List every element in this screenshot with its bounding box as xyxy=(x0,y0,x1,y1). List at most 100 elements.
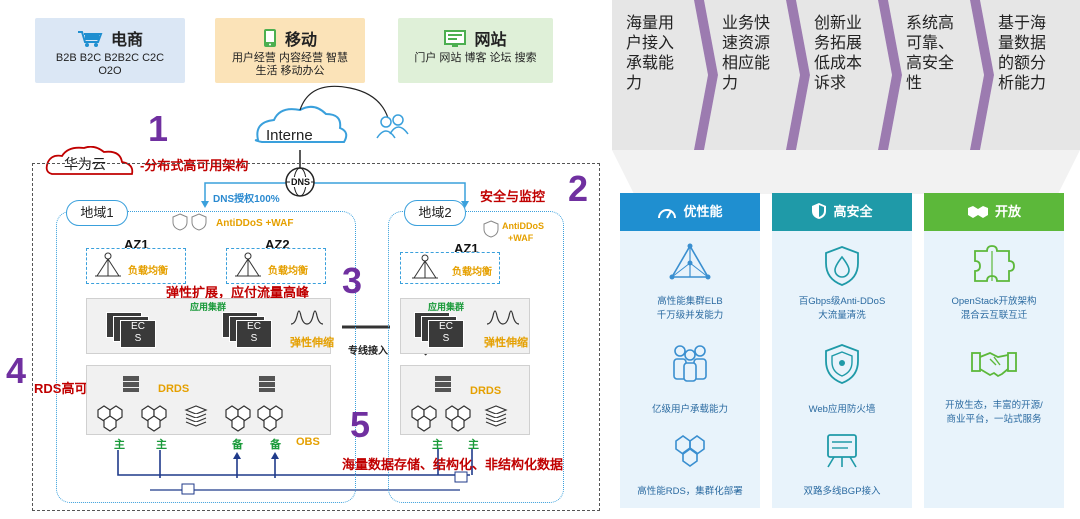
ecs-text-1: EC xyxy=(439,321,453,332)
dedicated-line-label: 专线接入 xyxy=(348,346,388,357)
feature-text: 高性能RDS，集群化部署 xyxy=(637,486,743,497)
load-balancer-az2 xyxy=(226,248,326,284)
chevron-text-5: 基于海量数据的额分析能力 xyxy=(998,15,1047,92)
handshake-icon xyxy=(967,197,989,235)
load-balancer-az1 xyxy=(86,248,186,284)
huawei-cloud-caption: -分布式高可用架构 xyxy=(140,158,249,173)
mobile-sub1: 用户经营 内容经营 智慧 xyxy=(231,52,349,64)
elastic-wave-icon xyxy=(486,304,520,331)
app-cluster-label-r1: 应用集群 xyxy=(190,302,227,312)
shield-icon xyxy=(811,197,827,235)
shield-drop-icon xyxy=(822,245,862,292)
ecs-stack-az2: EC S xyxy=(222,312,274,348)
shield-lock-icon xyxy=(822,343,862,390)
feature-text: 商业平台，一站式服务 xyxy=(946,414,1042,425)
security-caption: 安全与监控 xyxy=(480,189,546,204)
chevron-text-2: 业务快速资源相应能力 xyxy=(722,15,771,92)
database-icon xyxy=(434,375,452,398)
internet-label: Interne xyxy=(266,127,313,144)
huawei-cloud-icon xyxy=(44,145,140,183)
ecommerce-title: 电商 xyxy=(110,32,143,49)
dns-label: DNS xyxy=(290,177,312,187)
standby-label: 备 xyxy=(270,439,281,451)
shield-icon xyxy=(482,220,500,243)
performance-header: 优性能 xyxy=(620,193,760,231)
primary-label: 主 xyxy=(468,439,479,451)
load-balancer-r2 xyxy=(400,252,500,284)
lb-label-az1: 负载均衡 xyxy=(128,266,168,277)
region-1-label: 地域1 xyxy=(66,200,128,226)
hexagons-icon xyxy=(97,405,283,432)
website-sub1: 门户 网站 博客 论坛 搜索 xyxy=(414,52,537,64)
feature-text: OpenStack开放架构 xyxy=(951,296,1037,307)
feature-text: 高性能集群ELB xyxy=(657,296,723,307)
gauge-icon xyxy=(657,197,677,235)
chevron-text-3: 创新业务拓展低成本诉求 xyxy=(814,15,863,92)
shield-icon xyxy=(172,213,208,236)
phone-icon xyxy=(263,28,277,53)
ecommerce-sub1: B2B B2C B2B2C C2C xyxy=(55,52,165,64)
feature-text: 开放生态，丰富的开源/ xyxy=(945,400,1043,411)
obs-label: OBS xyxy=(296,436,320,448)
database-icon xyxy=(122,375,140,398)
monitor-icon xyxy=(444,30,467,53)
performance-title: 优性能 xyxy=(683,204,723,219)
feature-text: 大流量清洗 xyxy=(818,310,866,321)
region-2-frame xyxy=(388,211,564,503)
step-number-2: 2 xyxy=(568,168,589,209)
standby-label: 备 xyxy=(232,439,243,451)
chevron-text-4: 系统高可靠、高安全性 xyxy=(906,15,955,92)
ecs-text-2: S xyxy=(442,333,450,344)
elastic-caption: 弹性扩展，应付流量高峰 xyxy=(166,285,310,300)
load-balancer-icon xyxy=(93,252,123,285)
cart-icon xyxy=(77,30,103,53)
primary-label: 主 xyxy=(432,439,443,451)
ecs-stack-az1: EC S xyxy=(106,312,158,348)
hexagons-icon xyxy=(668,431,712,476)
handshake-icon xyxy=(970,345,1018,390)
load-balancer-icon xyxy=(233,252,263,285)
chevron-strip xyxy=(612,0,1080,150)
huawei-cloud-label: 华为云 xyxy=(64,156,106,172)
mobile-box: 移动 用户经营 内容经营 智慧 生活 移动办公 xyxy=(215,18,365,83)
drds-label-r2: DRDS xyxy=(470,385,502,397)
chevron-text-1: 海量用户接入承载能力 xyxy=(626,15,675,92)
security-header: 高安全 xyxy=(772,193,912,231)
feature-text: 混合云互联互迁 xyxy=(960,310,1028,321)
drds-label-r1: DRDS xyxy=(158,383,190,395)
network-icon xyxy=(668,243,712,288)
ecs-text-1: EC xyxy=(131,321,145,332)
funnel-shadow xyxy=(612,150,1080,194)
database-icon xyxy=(258,375,276,398)
step-number-3: 3 xyxy=(342,260,363,301)
users-icon xyxy=(372,112,412,147)
performance-column: 优性能 高性能集群ELB 千万级并发能力 亿级用户承载能力 高性能RDS，集群化… xyxy=(620,193,760,508)
ecs-stack-r2: EC S xyxy=(414,312,466,348)
mobile-sub2: 生活 移动办公 xyxy=(255,65,325,77)
primary-label: 主 xyxy=(156,439,167,451)
open-header: 开放 xyxy=(924,193,1064,231)
website-title: 网站 xyxy=(474,32,507,49)
feature-text: 亿级用户承载能力 xyxy=(651,404,728,415)
rds-caption: RDS高可用 xyxy=(34,381,101,396)
primary-label: 主 xyxy=(114,439,125,451)
lb-label-az2: 负载均衡 xyxy=(268,266,308,277)
lb-label-r2: 负载均衡 xyxy=(452,267,492,278)
elastic-wave-icon xyxy=(290,304,324,331)
load-balancer-icon xyxy=(410,254,440,287)
feature-text: 双路多线BGP接入 xyxy=(803,486,881,497)
antiddos-label-r2-line2: +WAF xyxy=(508,233,534,243)
hexagons-icon xyxy=(411,405,508,432)
feature-text: Web应用防火墙 xyxy=(808,404,876,415)
open-title: 开放 xyxy=(994,204,1021,219)
ecs-text-1: EC xyxy=(247,321,261,332)
app-cluster-label-r2: 应用集群 xyxy=(428,302,465,312)
ecs-text-2: S xyxy=(134,333,142,344)
feature-text: 千万级并发能力 xyxy=(656,310,724,321)
storage-caption: 海量数据存储、结构化、非结构化数据 xyxy=(342,457,564,472)
dns-auth-label: DNS授权100% xyxy=(213,194,280,205)
users-icon xyxy=(668,343,712,388)
puzzle-icon xyxy=(971,245,1017,290)
step-number-4: 4 xyxy=(6,350,27,391)
region-2-label: 地域2 xyxy=(404,200,466,226)
